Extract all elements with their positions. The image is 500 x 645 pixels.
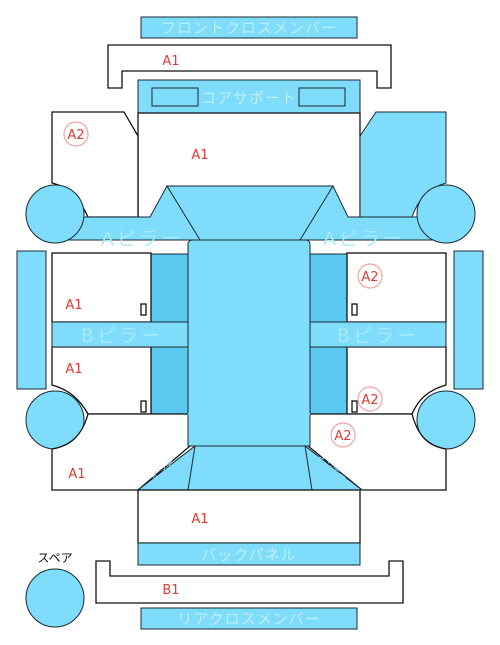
roof-lower-fill — [187, 413, 311, 447]
grade-trunk: A1 — [191, 512, 208, 527]
grade-left-rear-door: A1 — [65, 362, 82, 377]
wheel-front-left[interactable] — [25, 184, 85, 244]
grade-rear-cross-member: B1 — [162, 583, 179, 598]
rear-glass-overlay — [136, 445, 364, 491]
back-panel-label: バックパネル — [201, 546, 296, 564]
left-rocker-panel[interactable] — [16, 250, 47, 390]
rear-glass-divider-left — [187, 445, 196, 491]
grade-marker-right-rear-quarter — [330, 422, 356, 448]
grade-marker-right-rear-door — [357, 386, 383, 412]
right-front-door-handle — [351, 303, 358, 316]
right-front-door-panel[interactable] — [346, 252, 447, 323]
core-support-label: コアサポート — [201, 89, 297, 107]
trunk-panel[interactable] — [137, 489, 361, 544]
front-cross-member-panel[interactable] — [140, 16, 358, 39]
grade-marker-right-front-door — [357, 263, 383, 289]
rear-glass-divider-right — [304, 445, 313, 491]
wheel-front-right[interactable] — [416, 184, 476, 244]
a-pillar-right-label: Aピラー — [323, 228, 405, 250]
grade-marker-front-cross-member — [161, 50, 181, 70]
rear-cross-member-bracket — [95, 560, 404, 604]
core-support-panel[interactable] — [137, 79, 361, 114]
grade-right-rear-door: A2 — [361, 393, 378, 408]
grade-front-cross-member: A1 — [162, 54, 179, 69]
spare-label: スペア — [37, 551, 72, 565]
rear-cross-member-panel[interactable] — [140, 607, 358, 630]
a-pillar-left-label: Aピラー — [101, 228, 183, 250]
back-panel[interactable] — [137, 542, 361, 566]
b-pillar-left-label: Bピラー — [81, 325, 163, 347]
b-pillar-right-label: Bピラー — [337, 325, 419, 347]
grade-marker-front-left-fender — [63, 121, 89, 147]
grade-right-rear-quarter: A2 — [334, 429, 351, 444]
right-rear-door-handle — [351, 400, 358, 413]
grade-right-front-door: A2 — [361, 270, 378, 285]
grade-front-bay: A1 — [191, 148, 208, 163]
b-pillar-right-panel[interactable] — [309, 321, 447, 348]
grade-left-front-door: A1 — [65, 298, 82, 313]
b-pillar-left-panel[interactable] — [51, 321, 189, 348]
front-cross-member-bracket — [107, 44, 392, 89]
grade-left-quarter: A1 — [68, 467, 85, 482]
left-front-door-handle — [140, 303, 147, 316]
core-support-lamp-left — [151, 87, 199, 107]
grade-marker-rear-cross-member — [161, 579, 181, 599]
grade-front-left-fender: A2 — [67, 128, 84, 143]
core-support-lamp-right — [298, 87, 346, 107]
spare-tire[interactable] — [25, 568, 85, 628]
a-pillar-right-panel[interactable] — [299, 184, 447, 241]
front-cross-member-label: フロントクロスメンバー — [161, 19, 337, 37]
right-rocker-panel[interactable] — [453, 250, 484, 390]
left-rear-door-handle — [140, 400, 147, 413]
left-quarter-panel[interactable] — [51, 413, 191, 491]
rear-cross-member-label: リアクロスメンバー — [177, 610, 320, 628]
